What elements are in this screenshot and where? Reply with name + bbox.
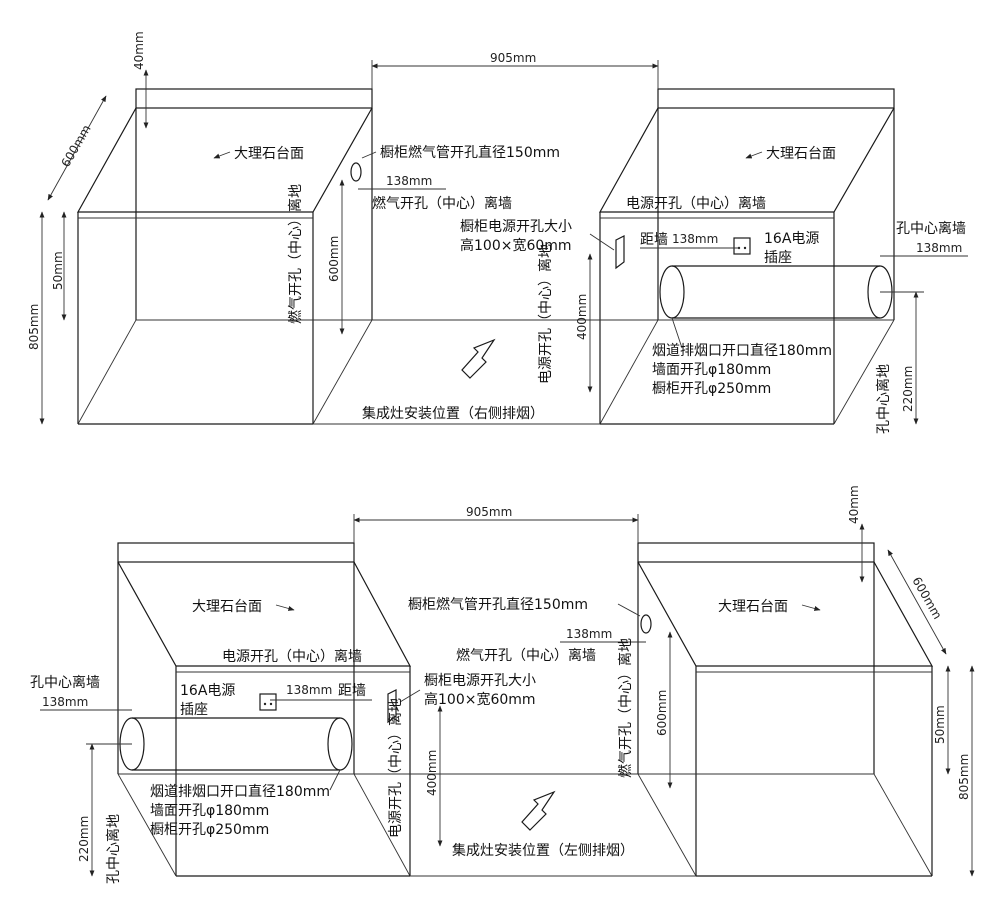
bottom-gas-600: 600mm	[655, 690, 669, 736]
top-power-center-wall: 电源开孔（中心）离墙	[626, 195, 766, 212]
top-left-cabinet	[76, 88, 373, 425]
bottom-flue-2: 墙面开孔φ180mm	[150, 803, 269, 819]
bottom-dim-805: 805mm	[957, 754, 971, 800]
bottom-hole-center-floor: 孔中心离地	[105, 814, 122, 884]
bottom-power-center-wall: 电源开孔（中心）离墙	[222, 648, 362, 665]
top-hole-center-wall: 孔中心离墙	[896, 220, 966, 237]
top-flue-1: 烟道排烟口开口直径180mm	[652, 342, 832, 359]
bottom-power-size-1: 橱柜电源开孔大小	[424, 673, 536, 689]
bottom-marble-left: 大理石台面	[192, 599, 262, 615]
bottom-gas-hole-dia: 橱柜燃气管开孔直径150mm	[408, 596, 588, 613]
top-socket-icon	[733, 237, 751, 255]
top-left-countertop-edge	[135, 88, 373, 109]
bottom-hole-220: 220mm	[77, 816, 91, 862]
top-flue-2: 墙面开孔φ180mm	[652, 362, 771, 378]
bottom-socket-2: 插座	[180, 702, 208, 718]
top-gas-hole-dia: 橱柜燃气管开孔直径150mm	[380, 144, 560, 161]
top-right-cabinet	[598, 88, 895, 425]
top-socket-1: 16A电源	[764, 231, 819, 247]
top-power-400: 400mm	[575, 294, 589, 340]
top-gas-hole	[350, 162, 362, 182]
top-dim-600-depth: 600mm	[58, 122, 93, 169]
top-power-center-floor: 电源开孔（中心）离地	[537, 244, 554, 384]
bottom-gas-138: 138mm	[566, 627, 612, 641]
bottom-power-400: 400mm	[425, 750, 439, 796]
top-dim-805: 805mm	[27, 304, 41, 350]
bottom-dim-905: 905mm	[466, 505, 512, 519]
top-dist-138: 138mm	[672, 232, 718, 246]
bottom-power-center-floor: 电源开孔（中心）离地	[387, 698, 404, 838]
top-dim-905: 905mm	[490, 51, 536, 65]
top-hole-138: 138mm	[916, 241, 962, 255]
bottom-dist-138: 138mm	[286, 683, 332, 697]
top-socket-2: 插座	[764, 250, 792, 266]
top-gas-600: 600mm	[327, 236, 341, 282]
top-gas-center-wall: 燃气开孔（中心）离墙	[372, 195, 512, 212]
top-diagram: 905mm 40mm 600mm 50mm 805mm 大理石台面 大理石台面 …	[27, 31, 968, 434]
bottom-install-arrow-icon	[521, 790, 556, 831]
top-gas-138: 138mm	[386, 174, 432, 188]
top-marble-right: 大理石台面	[766, 146, 836, 162]
bottom-gas-center-wall: 燃气开孔（中心）离墙	[456, 647, 596, 664]
top-flue-pipe	[659, 265, 893, 319]
top-flue-3: 橱柜开孔φ250mm	[652, 381, 771, 397]
bottom-left-cabinet	[117, 542, 412, 877]
bottom-socket-icon	[259, 693, 277, 711]
bottom-diagram: 905mm 40mm 600mm 50mm 805mm 大理石台面 大理石台面 …	[30, 485, 975, 884]
bottom-dim-50: 50mm	[933, 705, 947, 744]
top-gas-center-floor: 燃气开孔（中心）离地	[287, 184, 304, 324]
bottom-gas-center-floor: 燃气开孔（中心）离地	[617, 638, 634, 778]
top-dist-wall: 距墙	[640, 232, 668, 248]
top-hole-220: 220mm	[901, 366, 915, 412]
bottom-flue-1: 烟道排烟口开口直径180mm	[150, 783, 330, 800]
bottom-power-hole	[387, 689, 397, 724]
top-install-label: 集成灶安装位置（右侧排烟）	[362, 405, 544, 422]
bottom-right-countertop-edge	[637, 542, 875, 563]
top-install-arrow-icon	[461, 338, 496, 379]
bottom-marble-right: 大理石台面	[718, 599, 788, 615]
top-power-size-1: 橱柜电源开孔大小	[460, 219, 572, 235]
top-dim-40: 40mm	[132, 31, 146, 70]
top-hole-center-floor: 孔中心离地	[875, 364, 892, 434]
top-dim-50: 50mm	[51, 251, 65, 290]
bottom-right-cabinet	[637, 542, 934, 877]
bottom-dim-40: 40mm	[847, 485, 861, 524]
bottom-hole-138: 138mm	[42, 695, 88, 709]
bottom-flue-pipe	[119, 717, 353, 771]
top-power-hole	[615, 235, 625, 270]
bottom-flue-3: 橱柜开孔φ250mm	[150, 822, 269, 838]
bottom-gas-hole	[640, 614, 652, 634]
bottom-power-size-2: 高100×宽60mm	[424, 691, 536, 708]
bottom-install-label: 集成灶安装位置（左侧排烟）	[452, 842, 634, 859]
bottom-dist-wall: 距墙	[338, 683, 366, 699]
bottom-hole-center-wall: 孔中心离墙	[30, 674, 100, 691]
top-power-size-2: 高100×宽60mm	[460, 237, 572, 254]
bottom-left-countertop-edge	[117, 542, 355, 563]
top-marble-left: 大理石台面	[234, 146, 304, 162]
top-right-countertop-edge	[657, 88, 895, 109]
bottom-socket-1: 16A电源	[180, 683, 235, 699]
